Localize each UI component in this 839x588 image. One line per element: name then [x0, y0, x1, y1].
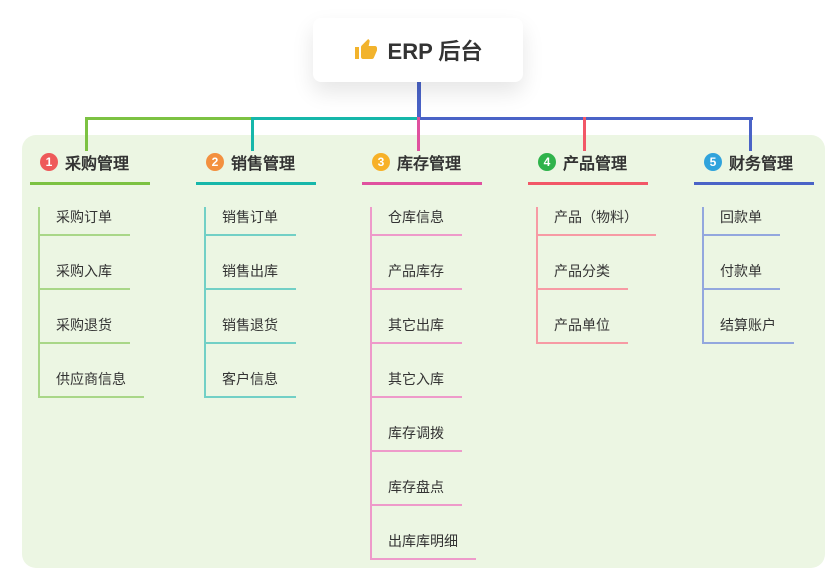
root-node[interactable]: ERP 后台 — [313, 18, 523, 82]
branch-column: 4 产品管理 产品（物料） 产品分类 产品单位 — [528, 148, 688, 344]
branch-label: 库存管理 — [397, 156, 462, 173]
child-node[interactable]: 其它出库 — [372, 315, 462, 344]
child-node[interactable]: 客户信息 — [206, 369, 296, 398]
connector-drop — [85, 117, 88, 151]
connector-drop — [583, 117, 586, 151]
connector-rail-left — [86, 117, 252, 120]
mindmap-canvas — [22, 135, 825, 568]
child-node[interactable]: 产品库存 — [372, 261, 462, 290]
child-node[interactable]: 其它入库 — [372, 369, 462, 398]
branch-label: 财务管理 — [729, 156, 794, 173]
connector-trunk — [417, 82, 421, 120]
connector-drop — [417, 117, 420, 151]
child-node[interactable]: 付款单 — [704, 261, 780, 290]
child-node[interactable]: 采购订单 — [40, 207, 130, 236]
branch-label: 销售管理 — [231, 156, 296, 173]
child-node[interactable]: 采购入库 — [40, 261, 130, 290]
child-node[interactable]: 库存盘点 — [372, 477, 462, 506]
child-node[interactable]: 仓库信息 — [372, 207, 462, 236]
branch-column: 5 财务管理 回款单 付款单 结算账户 — [694, 148, 839, 344]
branch-number-badge: 3 — [372, 153, 390, 171]
branch-number-badge: 5 — [704, 153, 722, 171]
child-node[interactable]: 产品分类 — [538, 261, 628, 290]
branch-children: 采购订单 采购入库 采购退货 供应商信息 — [38, 207, 190, 398]
child-node[interactable]: 采购退货 — [40, 315, 130, 344]
child-node[interactable]: 回款单 — [704, 207, 780, 236]
child-node[interactable]: 产品（物料） — [538, 207, 656, 236]
connector-drop — [749, 117, 752, 151]
branch-column: 1 采购管理 采购订单 采购入库 采购退货 供应商信息 — [30, 148, 190, 398]
branch-number-badge: 4 — [538, 153, 556, 171]
branch-children: 销售订单 销售出库 销售退货 客户信息 — [204, 207, 356, 398]
root-title: ERP 后台 — [387, 39, 483, 64]
branch-node[interactable]: 1 采购管理 — [30, 148, 150, 185]
branch-children: 产品（物料） 产品分类 产品单位 — [536, 207, 688, 344]
connector-rail-middle — [252, 117, 418, 120]
branch-label: 采购管理 — [65, 156, 130, 173]
child-node[interactable]: 销售出库 — [206, 261, 296, 290]
branch-number-badge: 2 — [206, 153, 224, 171]
branch-node[interactable]: 2 销售管理 — [196, 148, 316, 185]
branch-column: 3 库存管理 仓库信息 产品库存 其它出库 其它入库 库存调拨 库存盘点 出库库… — [362, 148, 522, 560]
branch-node[interactable]: 5 财务管理 — [694, 148, 814, 185]
connector-drop — [251, 117, 254, 151]
thumbs-up-icon — [354, 38, 378, 62]
child-node[interactable]: 产品单位 — [538, 315, 628, 344]
branch-node[interactable]: 3 库存管理 — [362, 148, 482, 185]
branch-children: 仓库信息 产品库存 其它出库 其它入库 库存调拨 库存盘点 出库库明细 — [370, 207, 522, 560]
branch-number-badge: 1 — [40, 153, 58, 171]
child-node[interactable]: 结算账户 — [704, 315, 794, 344]
child-node[interactable]: 销售订单 — [206, 207, 296, 236]
child-node[interactable]: 供应商信息 — [40, 369, 144, 398]
child-node[interactable]: 库存调拨 — [372, 423, 462, 452]
branch-label: 产品管理 — [563, 156, 628, 173]
branch-column: 2 销售管理 销售订单 销售出库 销售退货 客户信息 — [196, 148, 356, 398]
child-node[interactable]: 出库库明细 — [372, 531, 476, 560]
child-node[interactable]: 销售退货 — [206, 315, 296, 344]
branch-children: 回款单 付款单 结算账户 — [702, 207, 839, 344]
branch-node[interactable]: 4 产品管理 — [528, 148, 648, 185]
